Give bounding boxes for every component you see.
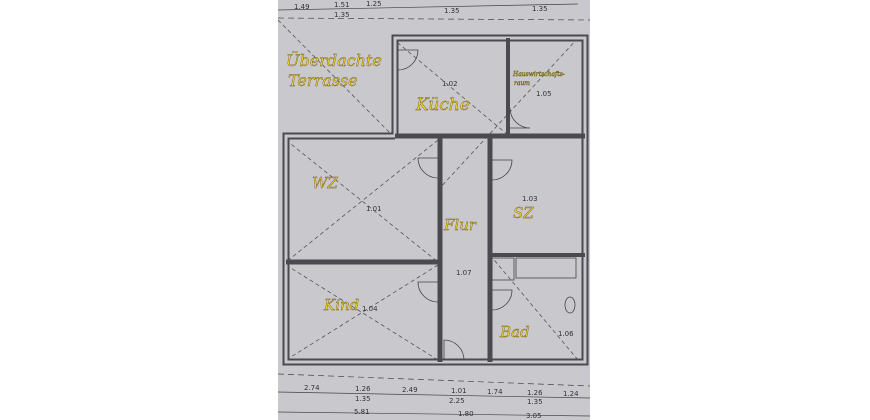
dim-top: 1.49 [294,3,310,11]
label-kitchen: Küche [415,95,470,115]
dim-bottom: 1.24 [563,390,579,398]
dim-top: 1.25 [366,0,382,8]
room-number-living: 1.01 [366,205,382,213]
room-number-hall: 1.07 [456,269,472,277]
dim-top: 1.35 [334,11,350,19]
room-number-child: 1.04 [362,305,378,313]
room-number-bath: 1.06 [558,330,574,338]
dim-top: 1.51 [334,1,350,9]
room-number-utility: 1.05 [536,90,552,98]
label-bath: Bad [499,323,530,341]
label-utility-line2: raum [514,80,530,87]
dim-bottom: 2.25 [449,397,465,405]
room-diagonals [278,19,579,361]
floor-plan-photo: 1.49 1.51 1.25 1.35 1.35 1.35 [278,0,590,420]
dim-bottom: 1.26 [355,385,371,393]
dim-bottom: 1.74 [487,388,503,396]
label-utility-line1: Hauswirtschafts- [512,71,565,78]
room-number-kitchen: 1.02 [442,80,458,88]
dim-bottom: 1.80 [458,410,474,418]
bottom-dimension-lines: 2.74 1.26 2.49 1.01 1.74 1.26 1.24 1.35 … [278,373,590,420]
bathtub [515,257,577,279]
dim-bottom: 3.05 [526,412,542,420]
room-number-bedroom: 1.03 [522,195,538,203]
label-terrace-line2: Terrasse [288,71,358,90]
dim-top: 1.35 [444,7,460,15]
dim-bottom: 2.74 [304,384,320,392]
walls [282,34,589,366]
label-hall: Flur [443,216,477,234]
label-terrace-line1: Überdachte [286,50,382,70]
dim-bottom: 5.81 [354,408,370,416]
dim-top: 1.35 [532,5,548,13]
label-bedroom: SZ [513,204,534,222]
dim-bottom: 1.35 [355,395,371,403]
shower [491,257,515,281]
dim-bottom: 2.49 [402,386,418,394]
dim-bottom: 1.01 [451,387,467,395]
door-swings [397,49,577,361]
dim-bottom: 1.26 [527,389,543,397]
label-child: Kind [323,296,359,314]
toilet [564,296,576,314]
dim-bottom: 1.35 [527,398,543,406]
top-dimension-lines: 1.49 1.51 1.25 1.35 1.35 1.35 [278,0,590,21]
label-living: WZ [312,174,338,192]
paper-background [278,0,590,420]
